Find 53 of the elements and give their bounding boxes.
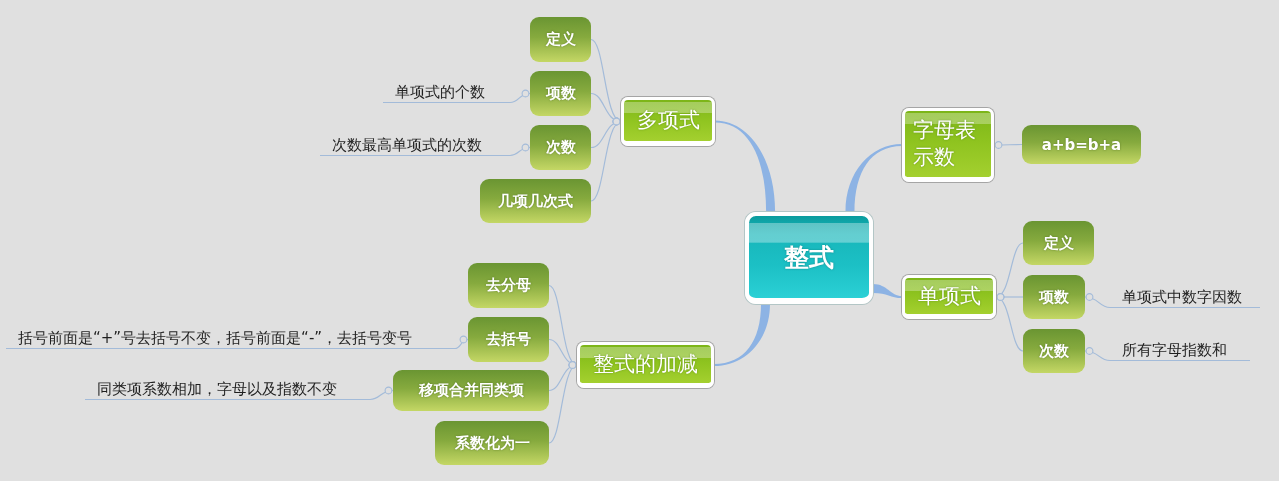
topic-text: 几项几次式 xyxy=(498,191,573,211)
connector-line xyxy=(1084,347,1111,362)
branch-connector xyxy=(845,144,902,212)
subtopic-box xyxy=(1023,275,1085,319)
topic-text: 去分母 xyxy=(486,276,531,295)
subtopic-box xyxy=(530,125,591,170)
subtopic-box xyxy=(480,179,591,223)
topic-text: 去括号 xyxy=(486,330,531,349)
topic-text: 项数 xyxy=(545,84,576,103)
topic-text: 字母表示数 xyxy=(913,117,977,171)
topic-text: 定义 xyxy=(545,30,576,49)
note-text: 括号前面是“+”号去括号不变，括号前面是“-”，去括号变号 xyxy=(6,328,455,349)
main-topic-box xyxy=(621,97,715,146)
subtopic-box xyxy=(1022,125,1141,164)
subtopic-box xyxy=(530,71,591,116)
subtopic-box xyxy=(468,317,549,362)
topic-text: 次数 xyxy=(1039,341,1069,361)
connector-line xyxy=(509,143,531,157)
connector-line xyxy=(995,294,1024,352)
connector-line xyxy=(548,362,578,444)
note-text: 所有字母指数和 xyxy=(1110,340,1250,361)
central-topic-box xyxy=(745,212,873,304)
topic-text: 系数化为一 xyxy=(454,433,530,453)
topic-text: 项数 xyxy=(1039,287,1069,307)
topic-text: 移项合并同类项 xyxy=(418,381,524,400)
connector-line xyxy=(993,141,1023,149)
topic-text: 整式的加减 xyxy=(593,350,698,378)
subtopic-box xyxy=(393,370,549,411)
branch-connector xyxy=(714,304,770,366)
subtopic-box xyxy=(435,421,549,465)
subtopic-box xyxy=(1023,221,1094,265)
subtopic-box xyxy=(530,17,591,62)
branch-connector xyxy=(873,283,902,298)
topic-text: 定义 xyxy=(1043,233,1074,253)
connector-line xyxy=(369,386,394,401)
note-text: 单项式的个数 xyxy=(383,82,510,103)
topic-text: a+b=b+a xyxy=(1041,135,1122,154)
topic-text: 次数 xyxy=(545,138,576,157)
subtopic-box xyxy=(1023,329,1085,373)
note-text: 次数最高单项式的次数 xyxy=(320,135,510,156)
note-text: 同类项系数相加，字母以及指数不变 xyxy=(85,379,370,400)
branch-connector xyxy=(715,120,776,212)
main-topic-box xyxy=(902,275,996,319)
topic-text: 多项式 xyxy=(636,107,700,134)
main-topic-box xyxy=(902,108,994,182)
topic-text: 整式 xyxy=(784,241,834,274)
subtopic-box xyxy=(468,263,549,308)
connector-line xyxy=(509,89,531,104)
note-text: 单项式中数字因数 xyxy=(1110,287,1260,308)
connector-line xyxy=(454,336,469,350)
connector-line xyxy=(1084,293,1111,309)
topic-text: 单项式 xyxy=(917,282,981,310)
main-topic-box xyxy=(577,342,714,388)
